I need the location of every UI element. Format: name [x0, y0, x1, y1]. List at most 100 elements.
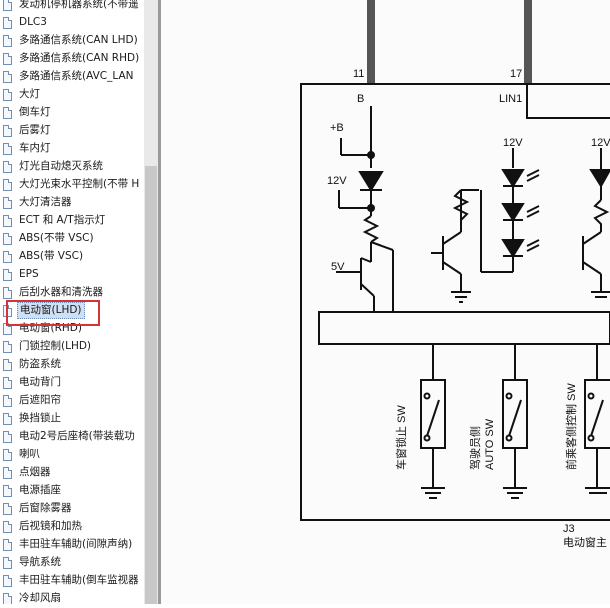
connector-j3-label: J3: [563, 523, 575, 535]
terminal-lin1-label: LIN1: [499, 93, 522, 105]
document-icon: [3, 17, 12, 29]
sidebar-item[interactable]: 喇叭: [0, 446, 144, 464]
document-icon: [3, 0, 12, 11]
sidebar-item-label: EPS: [19, 268, 39, 280]
sidebar-item[interactable]: 大灯光束水平控制(不带 H: [0, 176, 144, 194]
sidebar-item[interactable]: DLC3: [0, 14, 144, 32]
sidebar-item[interactable]: 后雾灯: [0, 122, 144, 140]
document-icon: [3, 215, 12, 227]
sidebar-item-label: ABS(带 VSC): [19, 250, 84, 262]
document-icon: [3, 125, 12, 137]
sidebar-item[interactable]: ABS(带 VSC): [0, 248, 144, 266]
sidebar-item[interactable]: 电动窗(LHD): [0, 302, 144, 320]
12v-label-b: 12V: [503, 137, 523, 149]
sidebar-item-label: 后雾灯: [19, 124, 51, 136]
sidebar-item[interactable]: 大灯清洁器: [0, 194, 144, 212]
sidebar-item-label: ECT 和 A/T指示灯: [19, 214, 106, 226]
sidebar-item[interactable]: 大灯: [0, 86, 144, 104]
document-icon: [3, 107, 12, 119]
document-icon: [3, 71, 12, 83]
document-icon: [3, 539, 12, 551]
sidebar-item[interactable]: 多路通信系统(CAN RHD): [0, 50, 144, 68]
document-icon: [3, 269, 12, 281]
sidebar-item-label: 丰田驻车辅助(倒车监视器: [19, 574, 139, 586]
lin1-box: [526, 84, 610, 119]
sidebar-item[interactable]: 发动机停机器系统(不带遥: [0, 0, 144, 14]
sidebar-item-label: 大灯光束水平控制(不带 H: [19, 178, 140, 190]
pin-17-label: 17: [510, 68, 522, 80]
sidebar-item-label: 后窗除雾器: [19, 502, 72, 514]
sidebar-item[interactable]: 换挡锁止: [0, 410, 144, 428]
sidebar-item[interactable]: EPS: [0, 266, 144, 284]
sidebar-item[interactable]: 冷却风扇: [0, 590, 144, 604]
sidebar-item[interactable]: 电动背门: [0, 374, 144, 392]
sidebar-item-label: 换挡锁止: [19, 412, 61, 424]
sidebar-item-label: 大灯: [19, 88, 40, 100]
sidebar-item[interactable]: 丰田驻车辅助(间隙声纳): [0, 536, 144, 554]
sidebar-item-label: 后遮阳帘: [19, 394, 61, 406]
sidebar-item-label: 喇叭: [19, 448, 40, 460]
sidebar-item-label: 多路通信系统(CAN LHD): [19, 34, 138, 46]
terminal-b-label: B: [357, 93, 364, 105]
sidebar-item-label: 电动2号后座椅(带装载功: [19, 430, 135, 442]
wire-17: [524, 0, 532, 84]
sidebar-item-label: 发动机停机器系统(不带遥: [19, 0, 139, 10]
sidebar-item[interactable]: 电动2号后座椅(带装载功: [0, 428, 144, 446]
pane-divider[interactable]: [158, 0, 161, 604]
sidebar-item[interactable]: 多路通信系统(AVC_LAN: [0, 68, 144, 86]
sidebar-item-label: 后刮水器和清洗器: [19, 286, 103, 298]
sidebar-item-label: 灯光自动熄灭系统: [19, 160, 103, 172]
sidebar-item[interactable]: 点烟器: [0, 464, 144, 482]
document-icon: [3, 377, 12, 389]
document-icon: [3, 413, 12, 425]
sidebar-item[interactable]: 门锁控制(LHD): [0, 338, 144, 356]
sidebar-item-label: 电动背门: [19, 376, 61, 388]
sidebar-item[interactable]: ECT 和 A/T指示灯: [0, 212, 144, 230]
sidebar-item[interactable]: 导航系统: [0, 554, 144, 572]
sidebar-item-label: 电源插座: [19, 484, 61, 496]
sidebar-item[interactable]: 防盗系统: [0, 356, 144, 374]
pin-11-label: 11: [353, 68, 364, 80]
sidebar-item-label: 导航系统: [19, 556, 61, 568]
sidebar-item-label: 多路通信系统(AVC_LAN: [19, 70, 134, 82]
5v-label: 5V: [331, 261, 345, 273]
document-icon: [3, 89, 12, 101]
sidebar-item-label: 点烟器: [19, 466, 51, 478]
sidebar-item-label: 后视镜和加热: [19, 520, 82, 532]
document-icon: [3, 161, 12, 173]
document-icon: [3, 359, 12, 371]
12v-label-a: 12V: [327, 175, 347, 187]
sidebar-item[interactable]: 后视镜和加热: [0, 518, 144, 536]
sidebar-item[interactable]: 多路通信系统(CAN LHD): [0, 32, 144, 50]
sidebar-item-label: 门锁控制(LHD): [19, 340, 92, 352]
driver-side-label: 驾驶员侧: [468, 426, 482, 470]
sidebar-item[interactable]: 后窗除雾器: [0, 500, 144, 518]
sidebar-item[interactable]: ABS(不带 VSC): [0, 230, 144, 248]
12v-label-c: 12V: [591, 137, 610, 149]
sidebar-item[interactable]: 倒车灯: [0, 104, 144, 122]
selection-highlight-box: [6, 300, 100, 326]
wire-11: [367, 0, 375, 84]
sidebar-item-label: 多路通信系统(CAN RHD): [19, 52, 140, 64]
document-icon: [3, 431, 12, 443]
scrollbar-thumb[interactable]: [145, 166, 157, 604]
sidebar-item-label: 电动窗(LHD): [17, 302, 85, 319]
document-icon: [3, 179, 12, 191]
sidebar-item-label: DLC3: [19, 16, 47, 28]
document-icon: [3, 503, 12, 515]
sidebar-item-label: 大灯清洁器: [19, 196, 72, 208]
auto-sw-label: AUTO SW: [484, 418, 496, 470]
sidebar-item[interactable]: 丰田驻车辅助(倒车监视器: [0, 572, 144, 590]
document-icon: [3, 449, 12, 461]
sidebar-item[interactable]: 后刮水器和清洗器: [0, 284, 144, 302]
sidebar-item-label: 防盗系统: [19, 358, 61, 370]
tree-sidebar: 发动机停机器系统(不带遥 DLC3 多路通信系统(CAN LHD) 多路通信系统(CA…: [0, 0, 144, 604]
window-lock-sw-label: 车窗锁止 SW: [394, 405, 408, 470]
sidebar-item[interactable]: 后遮阳帘: [0, 392, 144, 410]
sidebar-item[interactable]: 灯光自动熄灭系统: [0, 158, 144, 176]
document-icon: [3, 233, 12, 245]
sidebar-item[interactable]: 车内灯: [0, 140, 144, 158]
sidebar-item[interactable]: 电源插座: [0, 482, 144, 500]
passenger-control-sw-label: 前乘客侧控制 SW: [564, 383, 578, 470]
document-icon: [3, 143, 12, 155]
